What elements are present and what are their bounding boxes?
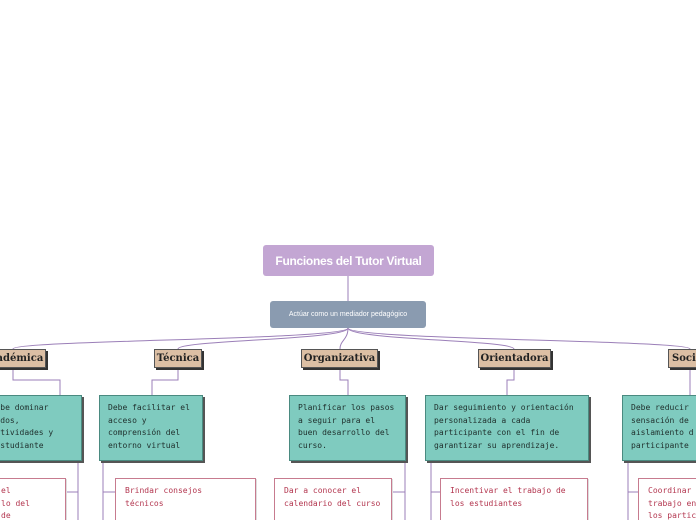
description-orientadora[interactable]: Dar seguimiento y orientación personaliz… [425, 395, 589, 461]
category-tecnica[interactable]: Técnica [154, 349, 202, 368]
category-label: Técnica [156, 353, 200, 364]
subtopic-to-category-line [347, 327, 691, 350]
detail-orientadora[interactable]: Incentivar el trabajo de los estudiantes [440, 478, 588, 520]
subtopic-to-category-line [12, 327, 349, 350]
category-to-description-line [151, 369, 179, 395]
main-subtopic[interactable]: Actúar como un mediador pedagógico [270, 301, 426, 328]
description-tecnica[interactable]: Debe facilitar el acceso y comprensión d… [99, 395, 203, 461]
category-to-description-line [506, 369, 515, 395]
main-subtopic-label: Actúar como un mediador pedagógico [288, 311, 408, 318]
category-orientadora[interactable]: Orientadora [478, 349, 551, 368]
root-topic[interactable]: Funciones del Tutor Virtual [263, 245, 434, 276]
detail-tecnica[interactable]: Brindar consejos técnicos [115, 478, 256, 520]
subtopic-to-category-line [339, 327, 349, 350]
category-label: Soci [672, 353, 696, 364]
root-topic-label: Funciones del Tutor Virtual [275, 253, 422, 268]
description-academica[interactable]: r debe dominar tenidos, r actividades y … [0, 395, 82, 461]
category-label: Académica [0, 353, 44, 364]
subtopic-to-category-line [347, 327, 515, 350]
category-label: Organizativa [303, 353, 376, 364]
description-social[interactable]: Debe reducir sensación de aislamiento d … [622, 395, 696, 461]
category-organizativa[interactable]: Organizativa [301, 349, 378, 368]
category-social[interactable]: Soci [668, 349, 696, 368]
detail-organizativa[interactable]: Dar a conocer el calendario del curso [274, 478, 392, 520]
detail-academica[interactable]: el lo del de [0, 478, 66, 520]
detail-social[interactable]: Coordinar trabajo en los partic [638, 478, 696, 520]
description-organizativa[interactable]: Planificar los pasos a seguir para el bu… [289, 395, 406, 461]
category-academica[interactable]: Académica [0, 349, 46, 368]
category-to-description-line [339, 369, 349, 395]
category-label: Orientadora [480, 353, 549, 364]
subtopic-to-category-line [177, 327, 349, 350]
category-to-description-line [12, 369, 61, 395]
